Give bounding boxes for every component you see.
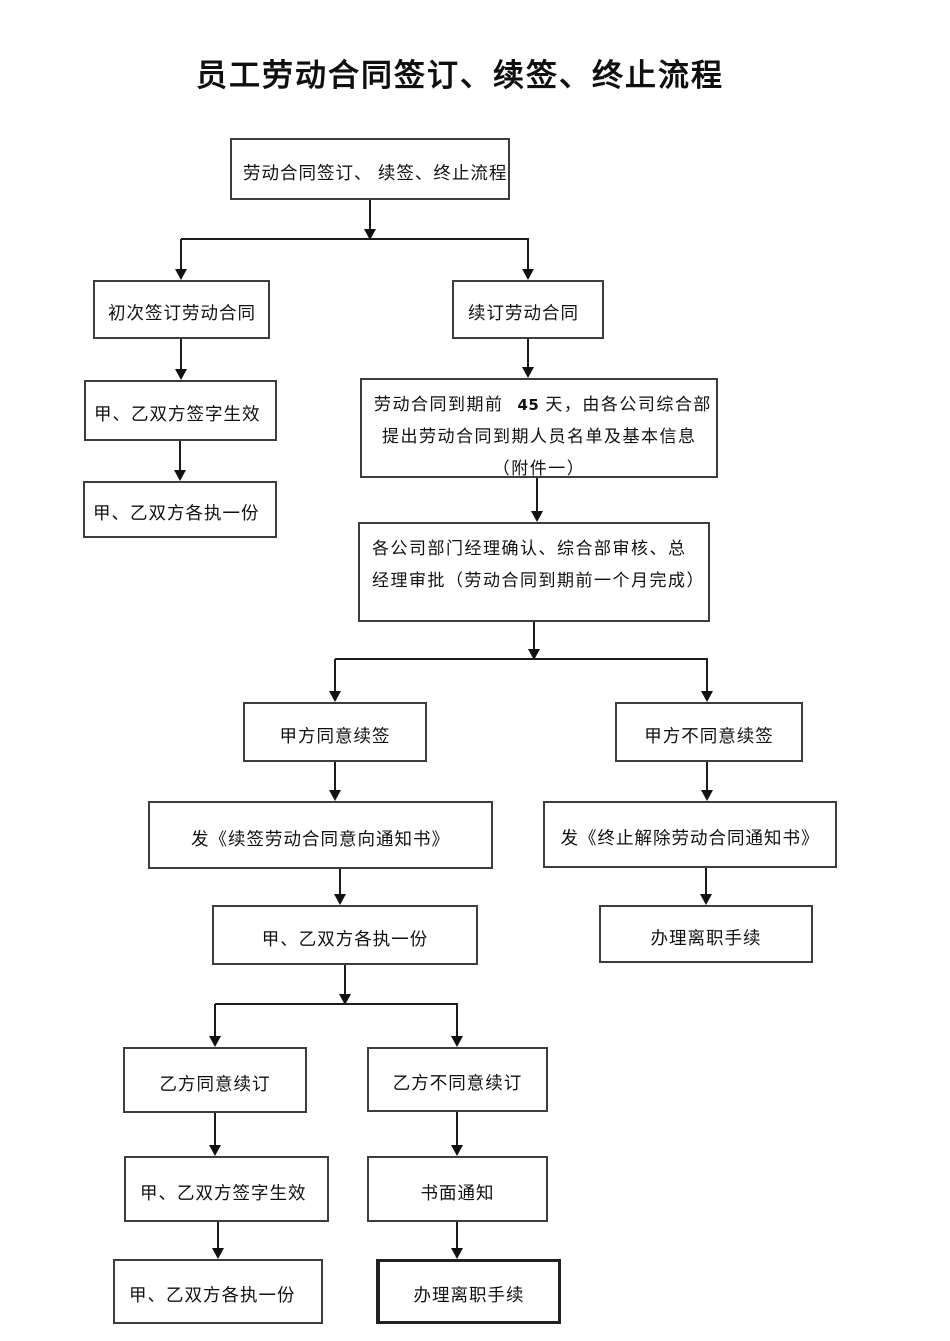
flow-node-renew: 续订劳动合同 (452, 280, 604, 339)
flow-node-root: 劳动合同签订、 续签、终止流程 (230, 138, 510, 200)
flow-node-label: 续订劳动合同 (468, 303, 579, 323)
flow-node-manager-approval: 各公司部门经理确认、综合部审核、总 经理审批（劳动合同到期前一个月完成） (358, 522, 710, 622)
flow-node-send-terminate-notice: 发《终止解除劳动合同通知书》 (543, 801, 837, 868)
flow-node-label: 甲、乙双方各执一份 (261, 928, 429, 949)
flow-node-label: 劳动合同签订、 续签、终止流程 (243, 162, 508, 183)
flow-node-each-copy-1: 甲、乙双方各执一份 (83, 481, 277, 538)
flow-node-send-renew-notice: 发《续签劳动合同意向通知书》 (148, 801, 493, 869)
flow-node-label: 甲、乙双方各执一份 (93, 503, 260, 523)
flow-node-label: 书面通知 (420, 1182, 495, 1203)
flow-node-label: 发《终止解除劳动合同通知书》 (560, 828, 820, 848)
flow-node-party-a-agree: 甲方同意续签 (243, 702, 427, 762)
flow-node-party-a-disagree: 甲方不同意续签 (615, 702, 803, 762)
flow-node-each-copy-3: 甲、乙双方各执一份 (113, 1259, 323, 1324)
flow-node-label: 甲、乙双方签字生效 (94, 404, 261, 424)
flow-node-label: 发《续签劳动合同意向通知书》 (191, 828, 450, 849)
flow-node-label: 甲方同意续签 (279, 725, 391, 746)
flow-node-label: 乙方同意续订 (159, 1073, 271, 1094)
flow-node-written-notice: 书面通知 (367, 1156, 548, 1222)
flow-node-resign-2: 办理离职手续 (376, 1259, 561, 1324)
flow-node-sign-effective-1: 甲、乙双方签字生效 (84, 380, 277, 441)
flow-node-label: 办理离职手续 (413, 1285, 525, 1305)
flow-node-resign-1: 办理离职手续 (599, 905, 813, 963)
days-number: 45 (517, 396, 540, 414)
flow-node-label: 乙方不同意续订 (392, 1073, 523, 1093)
flow-node-party-b-disagree: 乙方不同意续订 (367, 1047, 548, 1112)
flow-node-label: 甲方不同意续签 (644, 725, 774, 746)
flow-node-party-b-agree: 乙方同意续订 (123, 1047, 307, 1113)
flow-node-label: 初次签订劳动合同 (108, 303, 256, 323)
flow-node-label: 办理离职手续 (650, 927, 762, 948)
flow-node-paragraph: 各公司部门经理确认、综合部审核、总 经理审批（劳动合同到期前一个月完成） (372, 539, 705, 590)
flow-node-label: 甲、乙双方签字生效 (140, 1182, 307, 1203)
flow-node-label: 甲、乙双方各执一份 (129, 1285, 296, 1305)
flow-node-each-copy-2: 甲、乙双方各执一份 (212, 905, 478, 965)
flow-node-first-sign: 初次签订劳动合同 (93, 280, 270, 339)
flow-node-sign-effective-2: 甲、乙双方签字生效 (124, 1156, 329, 1222)
page-title: 员工劳动合同签订、续签、终止流程 (196, 58, 724, 93)
